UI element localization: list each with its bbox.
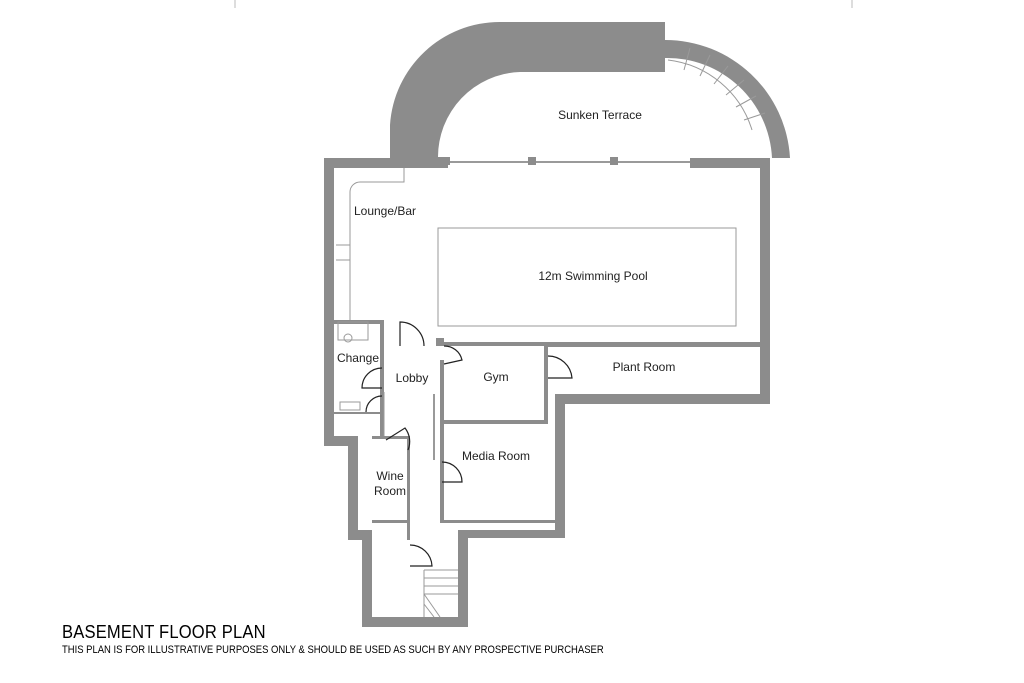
media-bottom-wall xyxy=(440,520,555,523)
plan-disclaimer: THIS PLAN IS FOR ILLUSTRATIVE PURPOSES O… xyxy=(62,644,604,656)
label-wine-room-line1: Wine xyxy=(376,469,404,483)
lobby-column xyxy=(436,338,444,346)
door-media xyxy=(441,461,463,483)
staircase xyxy=(423,569,458,618)
label-lounge-bar: Lounge/Bar xyxy=(354,204,416,218)
swimming-pool xyxy=(437,227,737,327)
terrace-outer-wall xyxy=(390,21,790,158)
change-fixtures xyxy=(337,321,369,341)
stair-tread-1 xyxy=(683,47,691,71)
gym-right-wall xyxy=(544,342,548,422)
label-plant-room: Plant Room xyxy=(613,360,676,374)
change-bottom-wall xyxy=(334,412,384,414)
plant-top-wall xyxy=(548,342,760,347)
gym-top-wall xyxy=(444,342,548,346)
change-bench xyxy=(339,401,361,411)
glazing-mullion-1 xyxy=(528,157,536,165)
label-sunken-terrace: Sunken Terrace xyxy=(558,108,642,122)
lobby-right-wall xyxy=(440,360,444,520)
basement-outer-wall xyxy=(324,158,770,627)
label-gym: Gym xyxy=(483,370,508,384)
label-wine-room-line2: Room xyxy=(374,484,406,498)
wine-right-wall xyxy=(407,436,410,540)
stair-tread-3 xyxy=(713,65,729,85)
label-change: Change xyxy=(337,351,379,365)
glazing-post-left xyxy=(438,157,450,165)
stair-tread-2 xyxy=(699,54,711,77)
door-change xyxy=(361,367,383,389)
stair-tread-6 xyxy=(743,112,766,121)
door-lobby-lounge xyxy=(399,321,425,347)
door-wine xyxy=(385,427,411,451)
change-right-wall xyxy=(380,320,384,436)
toilet-icon xyxy=(343,333,353,343)
glazing-mullion-2 xyxy=(610,157,618,165)
stair-tread-5 xyxy=(735,95,757,108)
wine-bottom-wall xyxy=(372,520,410,523)
door-stair xyxy=(409,544,433,567)
gym-bottom-wall xyxy=(440,420,548,424)
stair-tread-4 xyxy=(725,79,745,96)
plan-title: BASEMENT FLOOR PLAN xyxy=(62,622,266,642)
door-change-lower xyxy=(365,395,383,413)
label-media-room: Media Room xyxy=(462,449,530,463)
door-lobby-gym xyxy=(443,345,463,365)
label-lobby: Lobby xyxy=(396,371,429,385)
bar-counter xyxy=(349,168,405,320)
label-swimming-pool: 12m Swimming Pool xyxy=(538,269,647,283)
door-plant xyxy=(547,355,573,379)
terrace-spiral-stair xyxy=(667,59,753,131)
